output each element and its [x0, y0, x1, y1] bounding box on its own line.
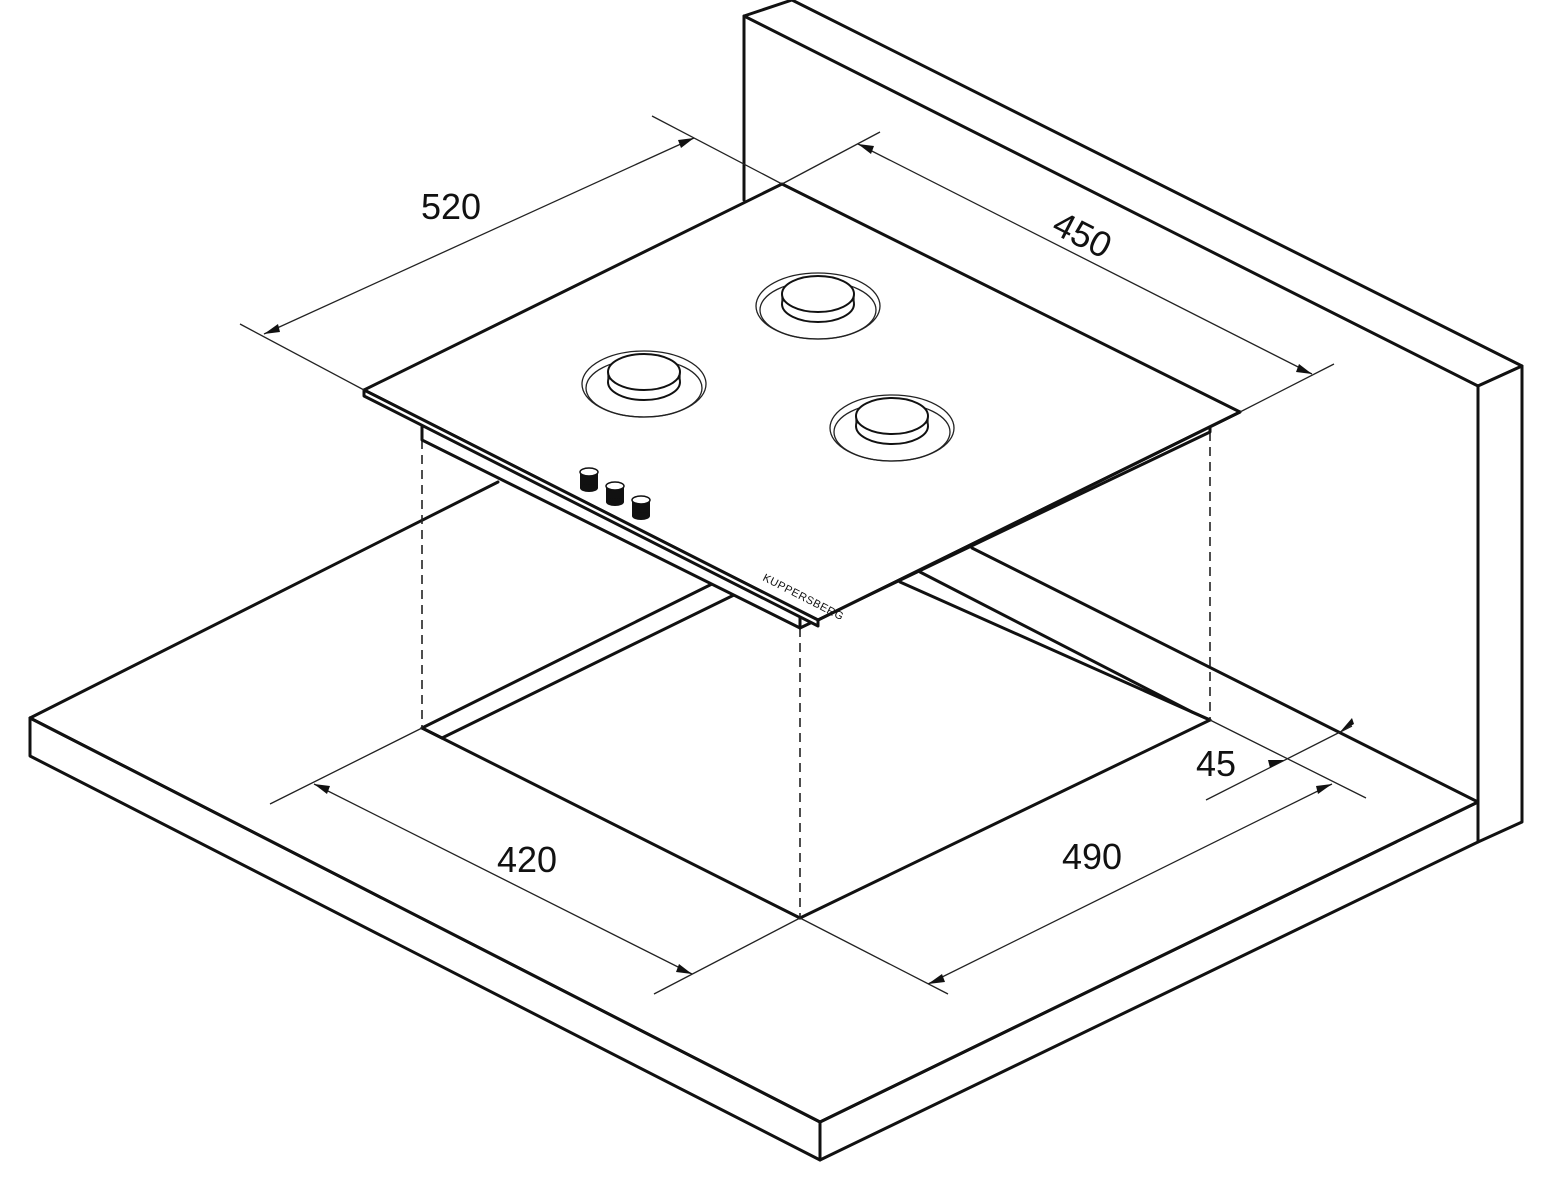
- countertop-front-top-edge: [28, 716, 822, 1124]
- knob-1: [579, 467, 599, 492]
- wall-side-face: [1476, 364, 1524, 844]
- burner-right: [829, 394, 955, 462]
- countertop-back-edge-right: [970, 546, 1480, 804]
- cutout-left-edge-inner: [440, 592, 738, 740]
- dim-label-490: 490: [1062, 836, 1122, 877]
- burner-left: [581, 350, 707, 418]
- countertop-right-top-edge: [818, 800, 1480, 1124]
- cutout-left-edge-outer: [420, 582, 714, 730]
- dimension-520: 520: [239, 115, 783, 391]
- countertop-side-face: [818, 800, 1480, 1162]
- dimension-420: 420: [269, 727, 801, 995]
- dimension-45: 45: [1196, 718, 1354, 801]
- cutout-back-edge-inner: [918, 570, 1194, 714]
- knob-3: [631, 495, 651, 520]
- countertop: [28, 480, 1480, 1162]
- back-wall: [742, 0, 1524, 844]
- hob-top-surface: [362, 182, 1242, 622]
- dim-label-520: 520: [421, 186, 481, 227]
- hob-front-bevel: [362, 388, 820, 628]
- cutout-right-edge: [798, 718, 1212, 920]
- hob: KUPPERSBERG: [362, 182, 1242, 630]
- control-knobs: [579, 467, 651, 520]
- countertop-back-edge-left: [28, 480, 500, 720]
- dimension-490: 490: [799, 719, 1367, 995]
- cutout-opening: [420, 570, 1212, 920]
- dim-label-450: 450: [1046, 203, 1118, 267]
- dim-label-45: 45: [1196, 743, 1236, 784]
- cutout-back-edge-outer: [898, 580, 1212, 722]
- projection-lines: [421, 432, 1211, 918]
- knob-2: [605, 481, 625, 506]
- dim-label-420: 420: [497, 839, 557, 880]
- burner-top: [755, 272, 881, 340]
- countertop-front-face: [28, 716, 822, 1162]
- cutout-front-edge: [420, 726, 802, 920]
